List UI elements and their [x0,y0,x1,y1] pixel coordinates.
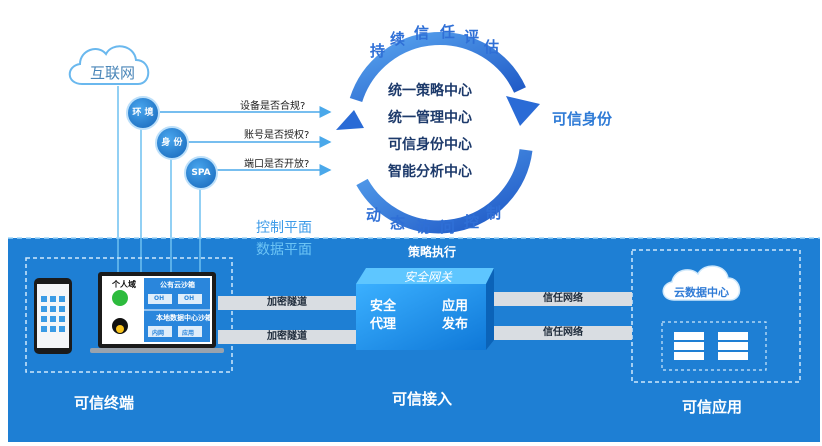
gateway-proxy: 安全 代理 [370,299,397,332]
center-analysis: 智能分析中心 [388,164,472,180]
gateway-box [356,268,494,350]
cloud-dc-icon [662,265,741,301]
question-arrows [160,106,332,176]
internet-label: 互联网 [90,64,136,82]
connector-lines [117,86,201,278]
data-plane-label: 数据平面 [256,242,312,258]
server-icon [674,332,748,360]
terminal-dashed-box [25,257,233,373]
server-dashed-box [661,321,767,371]
center-policy: 统一策略中心 [388,83,472,99]
phone-icon [34,278,72,354]
cloud-dc-dashed-box [631,249,801,383]
gateway-publish: 应用 发布 [442,299,469,332]
office-sandbox-label: 公有云沙箱 [160,281,195,289]
trust-cycle-ring [349,32,533,234]
encrypted-tunnel: 加密隧道 [218,296,356,310]
center-management: 统一管理中心 [388,110,472,126]
cycle-top-char: 续 [390,30,406,48]
cloud-dc-label: 云数据中心 [674,286,729,299]
local-sandbox-label: 本地数据中心沙箱 [156,314,212,322]
trust-network-link: 信任网络 [494,326,632,340]
wechat-icon [112,290,128,306]
trusted-app-label: 可信应用 [682,398,743,416]
cycle-top-char: 持 [370,42,386,60]
center-identity: 可信身份中心 [388,137,472,153]
bubble-spa: SPA [184,156,218,190]
cycle-top-char: 评 [464,28,480,46]
cycle-bottom-char: 动 [366,206,382,224]
gateway-title: 安全网关 [404,270,453,284]
cycle-bottom-char: 控 [464,213,480,231]
question-port: 端口是否开放? [244,159,310,170]
internet-cloud-icon [68,45,150,85]
question-device: 设备是否合规? [240,101,306,112]
laptop-icon [90,272,224,353]
trusted-identity-label: 可信身份 [552,110,613,128]
cycle-top-char: 信 [414,24,430,42]
sandbox-chip: 应用 [182,330,195,337]
sandbox-chip: OH [184,295,195,302]
cycle-bottom-char: 访 [416,218,432,236]
cycle-arrowheads [336,96,540,130]
cycle-top-char: 估 [484,38,500,56]
cycle-bottom-char: 问 [440,218,456,236]
question-account: 账号是否授权? [244,130,310,141]
control-plane-label: 控制平面 [256,220,312,236]
personal-domain-label: 个人域 [112,280,136,289]
trusted-terminal-label: 可信终端 [74,394,135,412]
trust-network-link: 信任网络 [494,292,632,306]
cycle-bottom-char: 制 [486,204,502,222]
cycle-top-char: 任 [440,23,456,41]
sandbox-chip: 内网 [152,330,165,337]
bubble-identity: 身 份 [155,126,189,160]
trusted-access-label: 可信接入 [392,390,453,408]
sandbox-chip: OH [154,295,165,302]
bubble-environment: 环 境 [126,96,160,130]
policy-exec-label: 策略执行 [408,245,457,259]
cycle-bottom-char: 态 [390,214,406,232]
encrypted-tunnel: 加密隧道 [218,330,356,344]
